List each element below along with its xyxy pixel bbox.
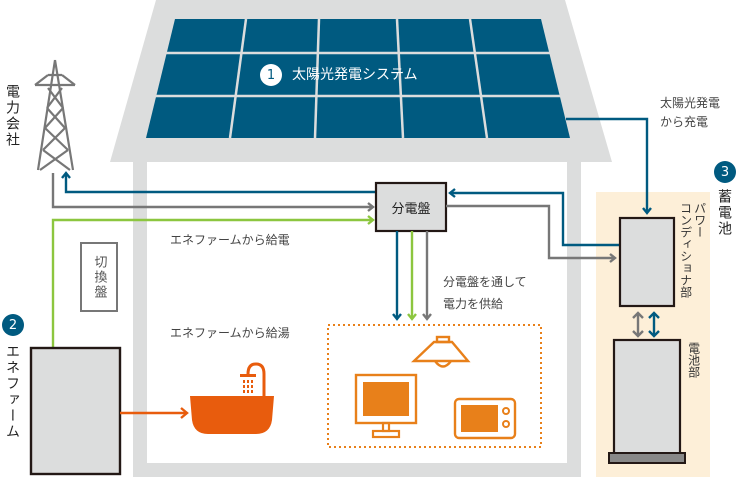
supply-note-1: 分電盤を通して xyxy=(443,275,527,289)
flow-enefarm-to-board-green xyxy=(51,215,375,347)
solar-charge-note-1: 太陽光発電 xyxy=(660,96,721,110)
microwave-icon xyxy=(453,397,517,440)
battery-unit-base xyxy=(608,452,686,464)
enefarm-number-badge: 2 xyxy=(2,314,24,336)
power-tower-icon xyxy=(34,59,76,171)
flow-battery-to-board-blue xyxy=(448,188,620,247)
house-floor xyxy=(133,463,581,477)
house-wall-left xyxy=(133,162,147,477)
solar-label: 太陽光発電システム xyxy=(292,67,418,83)
flow-grid-to-tower-blue xyxy=(61,171,375,194)
solar-charge-note-2: から充電 xyxy=(660,115,709,129)
enefarm-label: エネファーム xyxy=(4,344,20,440)
flow-solar-to-battery-blue xyxy=(566,117,652,215)
lamp-icon xyxy=(410,335,471,368)
battery-unit-box xyxy=(612,338,682,456)
battery-label: 蓄電池 xyxy=(716,189,732,237)
distribution-board-label: 分電盤 xyxy=(391,201,431,217)
switchboard-box: 切換盤 xyxy=(80,242,118,312)
bidirectional-arrow-gray xyxy=(632,311,644,338)
flow-board-to-battery-gray xyxy=(446,204,617,263)
switchboard-label: 切換盤 xyxy=(91,254,107,300)
battery-unit-label: 電池部 xyxy=(686,342,701,378)
enefarm-hot-water-note: エネファームから給湯 xyxy=(170,326,290,340)
enefarm-box xyxy=(29,346,122,476)
battery-number-badge: 3 xyxy=(714,161,736,183)
power-conditioner-box xyxy=(618,216,676,308)
house-wall-right xyxy=(567,162,581,477)
power-conditioner-label-2: コンディショナ部 xyxy=(678,202,693,298)
power-company-label: 電力会社 xyxy=(4,84,20,148)
flow-tower-to-board-gray xyxy=(51,173,375,212)
bathtub-icon xyxy=(190,362,274,434)
power-conditioner-label-1: パワー xyxy=(692,202,707,238)
tv-icon xyxy=(354,373,418,439)
enefarm-power-note: エネファームから給電 xyxy=(170,233,290,247)
solar-number-badge: 1 xyxy=(260,64,282,86)
bidirectional-arrow-blue xyxy=(648,311,660,338)
solar-panel-icon xyxy=(146,18,570,139)
supply-note-2: 電力を供給 xyxy=(443,297,504,311)
appliances-area xyxy=(327,324,542,448)
